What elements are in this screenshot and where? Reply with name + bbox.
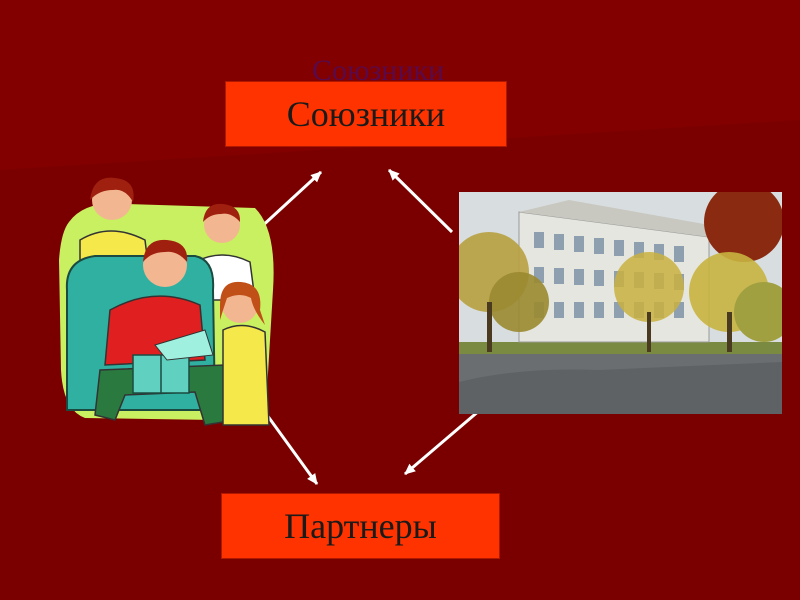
allies-box: Союзники [225, 81, 507, 147]
school-building-photo [459, 192, 782, 414]
ghost-title: Союзники [312, 54, 445, 87]
family-clipart [59, 177, 274, 426]
arrow-school-to-allies [387, 168, 454, 234]
partners-box: Партнеры [221, 493, 500, 559]
arrow-school-to-partners [404, 408, 481, 476]
arrow-family-to-partners [265, 414, 319, 485]
